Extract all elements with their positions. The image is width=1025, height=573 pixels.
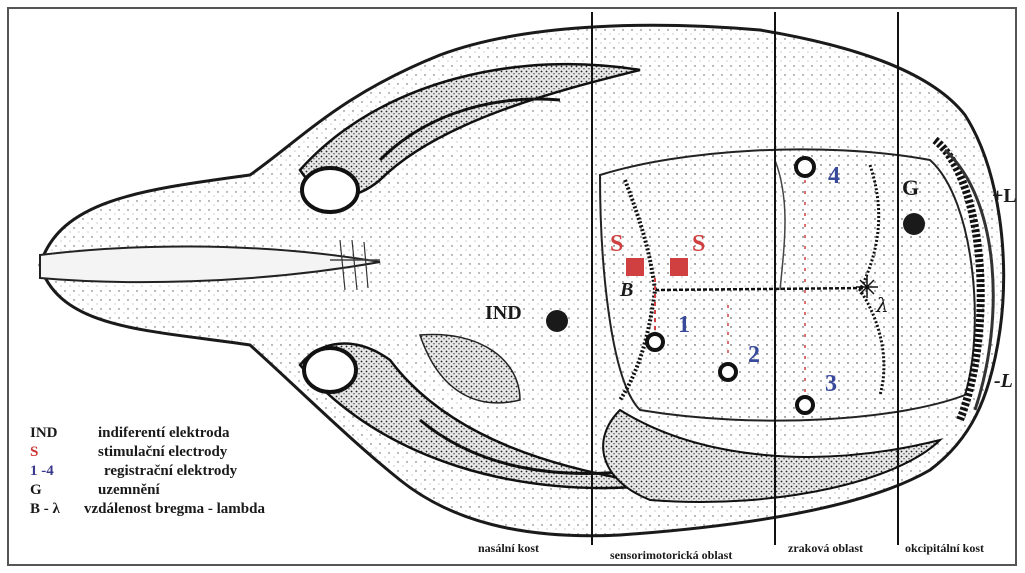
- rec-label-4: 4: [828, 163, 840, 189]
- legend-key-ind: IND: [30, 425, 58, 441]
- region-sensorimotor-label: sensorimotorická oblast: [610, 548, 732, 562]
- plus-l-label: +L: [992, 185, 1017, 207]
- region-nasal-label: nasální kost: [478, 541, 539, 555]
- left-orbit-upper: [302, 168, 358, 212]
- stim-label-right: S: [692, 231, 705, 257]
- legend-text-stim: stimulační electrody: [98, 444, 228, 460]
- rec-label-2: 2: [748, 342, 760, 368]
- lambda-label: λ: [875, 293, 889, 317]
- rec-electrode-1: [647, 334, 663, 350]
- left-orbit-lower: [304, 348, 356, 392]
- rec-electrode-3: [797, 397, 813, 413]
- ind-electrode: [546, 310, 568, 332]
- rec-label-3: 3: [825, 371, 837, 397]
- ground-label: G: [902, 175, 919, 200]
- legend-key-bregma-lambda: B - λ: [30, 501, 61, 517]
- legend-text-bregma-lambda: vzdálenost bregma - lambda: [84, 501, 265, 517]
- legend-text-rec: registrační elektrody: [104, 463, 238, 479]
- ind-label: IND: [485, 302, 522, 324]
- stim-label-left: S: [610, 231, 623, 257]
- stim-electrode-right: [670, 258, 688, 276]
- legend-text-ground: uzemnění: [98, 482, 160, 498]
- legend-text-ind: indiferentí elektroda: [98, 425, 230, 441]
- legend-key-rec: 1 -4: [30, 463, 54, 479]
- legend-key-stim: S: [30, 444, 38, 460]
- minus-l-label: -L: [994, 370, 1013, 392]
- ground-electrode: [903, 213, 925, 235]
- legend-key-ground: G: [30, 482, 42, 498]
- stim-electrode-left: [626, 258, 644, 276]
- bregma-label: B: [619, 279, 633, 301]
- region-visual-label: zraková oblast: [788, 541, 863, 555]
- legend: IND indiferentí elektroda S stimulační e…: [30, 425, 265, 517]
- rec-electrode-4: [796, 158, 814, 176]
- rec-electrode-2: [720, 364, 736, 380]
- region-occipital-label: okcipitální kost: [905, 541, 984, 555]
- rec-label-1: 1: [678, 312, 690, 338]
